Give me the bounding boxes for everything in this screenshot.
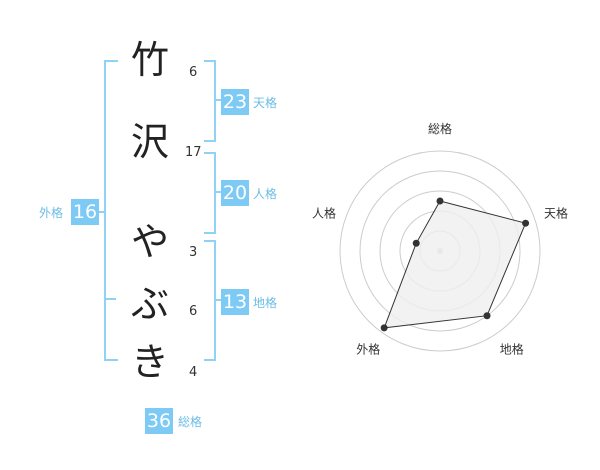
- radar-data-area: [383, 200, 527, 329]
- name-char-5: き: [130, 340, 169, 384]
- soukaku-label: 総格: [178, 415, 203, 429]
- radar-axis-label: 人格: [312, 205, 336, 220]
- tenkaku-value: 23: [221, 89, 249, 115]
- jinkaku-bracket-tick: [214, 191, 222, 193]
- stroke-count-1: 6: [189, 65, 198, 80]
- stroke-count-2: 17: [185, 145, 202, 160]
- radar-axis-label: 外格: [356, 342, 380, 357]
- stroke-count-4: 6: [189, 304, 198, 319]
- tenkaku-bracket: [204, 60, 216, 142]
- name-char-3: や: [130, 220, 169, 264]
- jinkaku-label: 人格: [253, 187, 278, 201]
- jinkaku-bracket: [204, 152, 216, 234]
- radar-point: [380, 324, 388, 332]
- soukaku-value: 36: [145, 408, 173, 434]
- gaikaku-value: 16: [71, 199, 99, 225]
- radar-point: [436, 197, 444, 205]
- stroke-count-5: 4: [189, 365, 198, 380]
- radar-axis-label: 天格: [544, 205, 568, 220]
- radar-point: [412, 239, 420, 247]
- chikaku-value: 13: [221, 289, 249, 315]
- radar-grid-ring: [339, 150, 541, 352]
- gaikaku-bracket: [104, 60, 118, 361]
- chikaku-label: 地格: [253, 296, 278, 310]
- gaikaku-bracket-tick-inner: [104, 298, 116, 300]
- gaikaku-label: 外格: [39, 206, 64, 220]
- chikaku-bracket-tick: [214, 299, 222, 301]
- stroke-count-3: 3: [189, 245, 198, 260]
- radar-grid-ring: [359, 170, 521, 332]
- tenkaku-label: 天格: [253, 96, 278, 110]
- radar-point: [483, 312, 491, 320]
- name-char-4: ぶ: [130, 282, 169, 326]
- radar-axis-label: 地格: [500, 342, 524, 357]
- name-char-1: 竹: [130, 38, 169, 82]
- name-char-2: 沢: [130, 120, 169, 164]
- radar-axis-label: 総格: [428, 121, 452, 136]
- radar-point: [522, 219, 530, 227]
- tenkaku-bracket-tick: [214, 99, 222, 101]
- jinkaku-value: 20: [221, 180, 249, 206]
- gaikaku-bracket-tick: [96, 211, 104, 213]
